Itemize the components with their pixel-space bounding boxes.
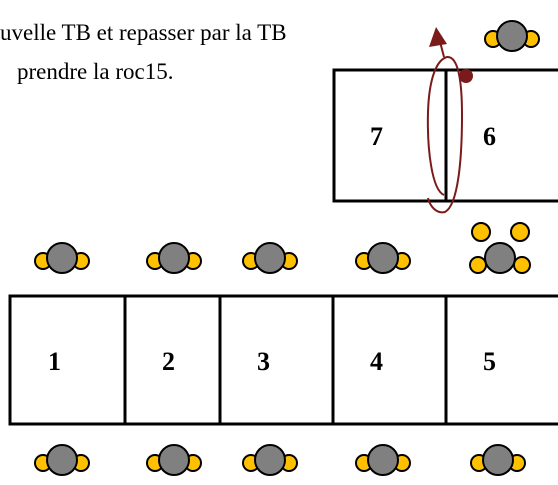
- table-number-2: 2: [162, 347, 175, 376]
- seat-icon-top-right: [484, 20, 540, 52]
- seat-icon-above-4: [355, 242, 411, 274]
- table-group-7-6: 7 6: [332, 68, 558, 203]
- seat-icon-below-5: [470, 444, 526, 476]
- table-4: [331, 294, 448, 426]
- seat-icon-below-3: [242, 444, 298, 476]
- table-5: [444, 294, 558, 426]
- table-row-bottom: 1 2 3 4 5: [8, 294, 558, 426]
- table-6: [444, 68, 558, 203]
- loop-arrow-icon: [426, 27, 473, 214]
- seat-icon-below-4: [355, 444, 411, 476]
- caption-line-1: uvelle TB et repasser par la TB: [0, 20, 287, 45]
- table-number-1: 1: [48, 347, 61, 376]
- seat-icon-above-1: [34, 242, 90, 274]
- table-number-5: 5: [483, 347, 496, 376]
- seat-icon-above-3: [242, 242, 298, 274]
- caption-line-2: prendre la roc15.: [17, 59, 173, 84]
- seat-icon-above-2: [146, 242, 202, 274]
- seat-group-stack: [469, 222, 531, 274]
- table-3: [218, 294, 335, 426]
- seat-icon-below-1: [34, 444, 90, 476]
- table-number-6: 6: [483, 122, 496, 151]
- table-number-3: 3: [257, 347, 270, 376]
- table-number-7: 7: [370, 122, 383, 151]
- table-1: [8, 294, 127, 426]
- seat-icon-below-2: [146, 444, 202, 476]
- table-number-4: 4: [370, 347, 383, 376]
